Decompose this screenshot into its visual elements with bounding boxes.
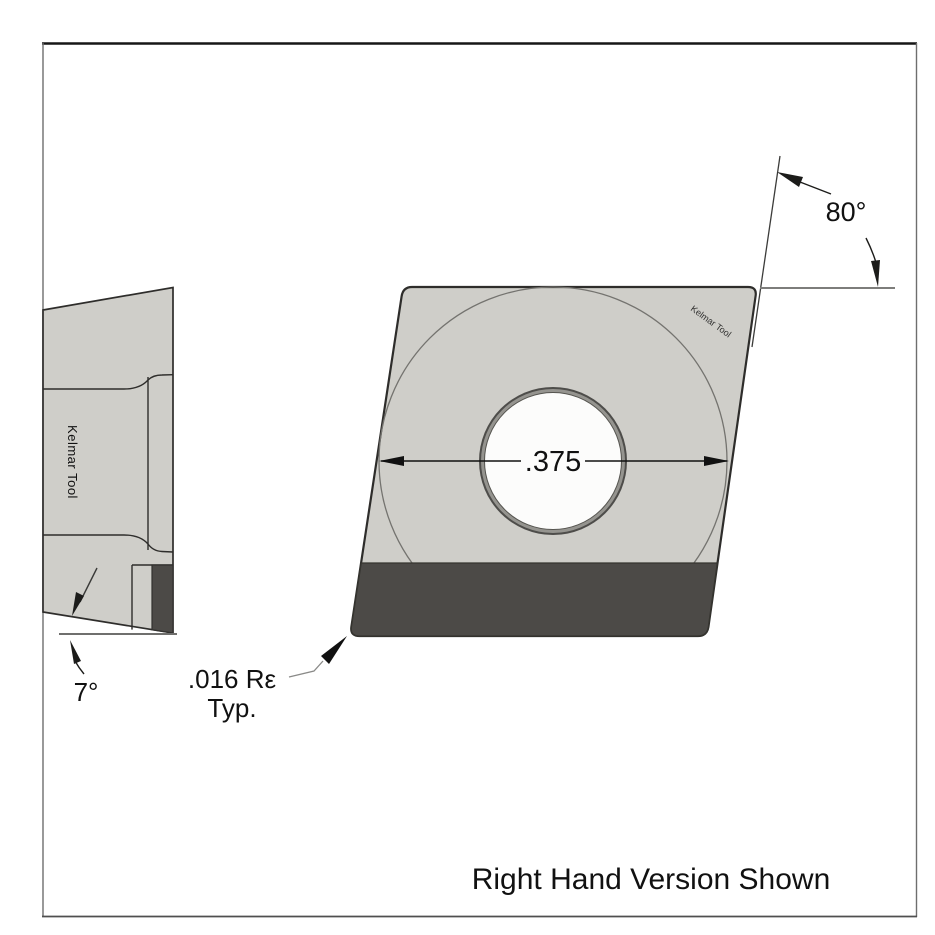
clearance-upper-arrowhead-icon — [72, 592, 84, 616]
side-view-edge-strip — [151, 564, 174, 634]
corner-radius-leader — [288, 660, 324, 678]
corner-radius-typ-label: Typ. — [207, 693, 256, 723]
clearance-angle-annotation: 7° — [59, 567, 177, 707]
nose-angle-lower-leader — [865, 237, 877, 262]
drawing-frame — [42, 42, 918, 918]
corner-radius-arrowhead-icon — [321, 636, 347, 664]
nose-angle-label: 80° — [826, 197, 867, 227]
side-view: Kelmar Tool — [42, 286, 174, 634]
clearance-angle-label: 7° — [74, 677, 99, 707]
corner-radius-annotation: .016 Rε Typ. — [188, 636, 347, 723]
clearance-lower-arrowhead-icon — [70, 640, 81, 664]
nose-angle-upper-leader — [799, 181, 832, 195]
inscribed-circle-dimension-label: .375 — [525, 446, 581, 478]
nose-angle-extension-line — [751, 155, 781, 348]
dimension-right-arrowhead-icon — [704, 456, 729, 466]
nose-angle-upper-arrowhead-icon — [777, 172, 803, 187]
hole-dimension-annotation: .375 — [379, 446, 729, 478]
dimension-left-arrowhead-icon — [379, 456, 404, 466]
side-view-watermark: Kelmar Tool — [65, 425, 80, 499]
side-view-lower-step-line — [43, 534, 174, 553]
nose-angle-annotation: 80° — [751, 155, 895, 348]
nose-angle-lower-arrowhead-icon — [871, 260, 880, 287]
front-view-edge-band — [350, 562, 719, 637]
corner-radius-label: .016 Rε — [188, 664, 277, 694]
drawing-caption: Right Hand Version Shown — [472, 863, 831, 896]
